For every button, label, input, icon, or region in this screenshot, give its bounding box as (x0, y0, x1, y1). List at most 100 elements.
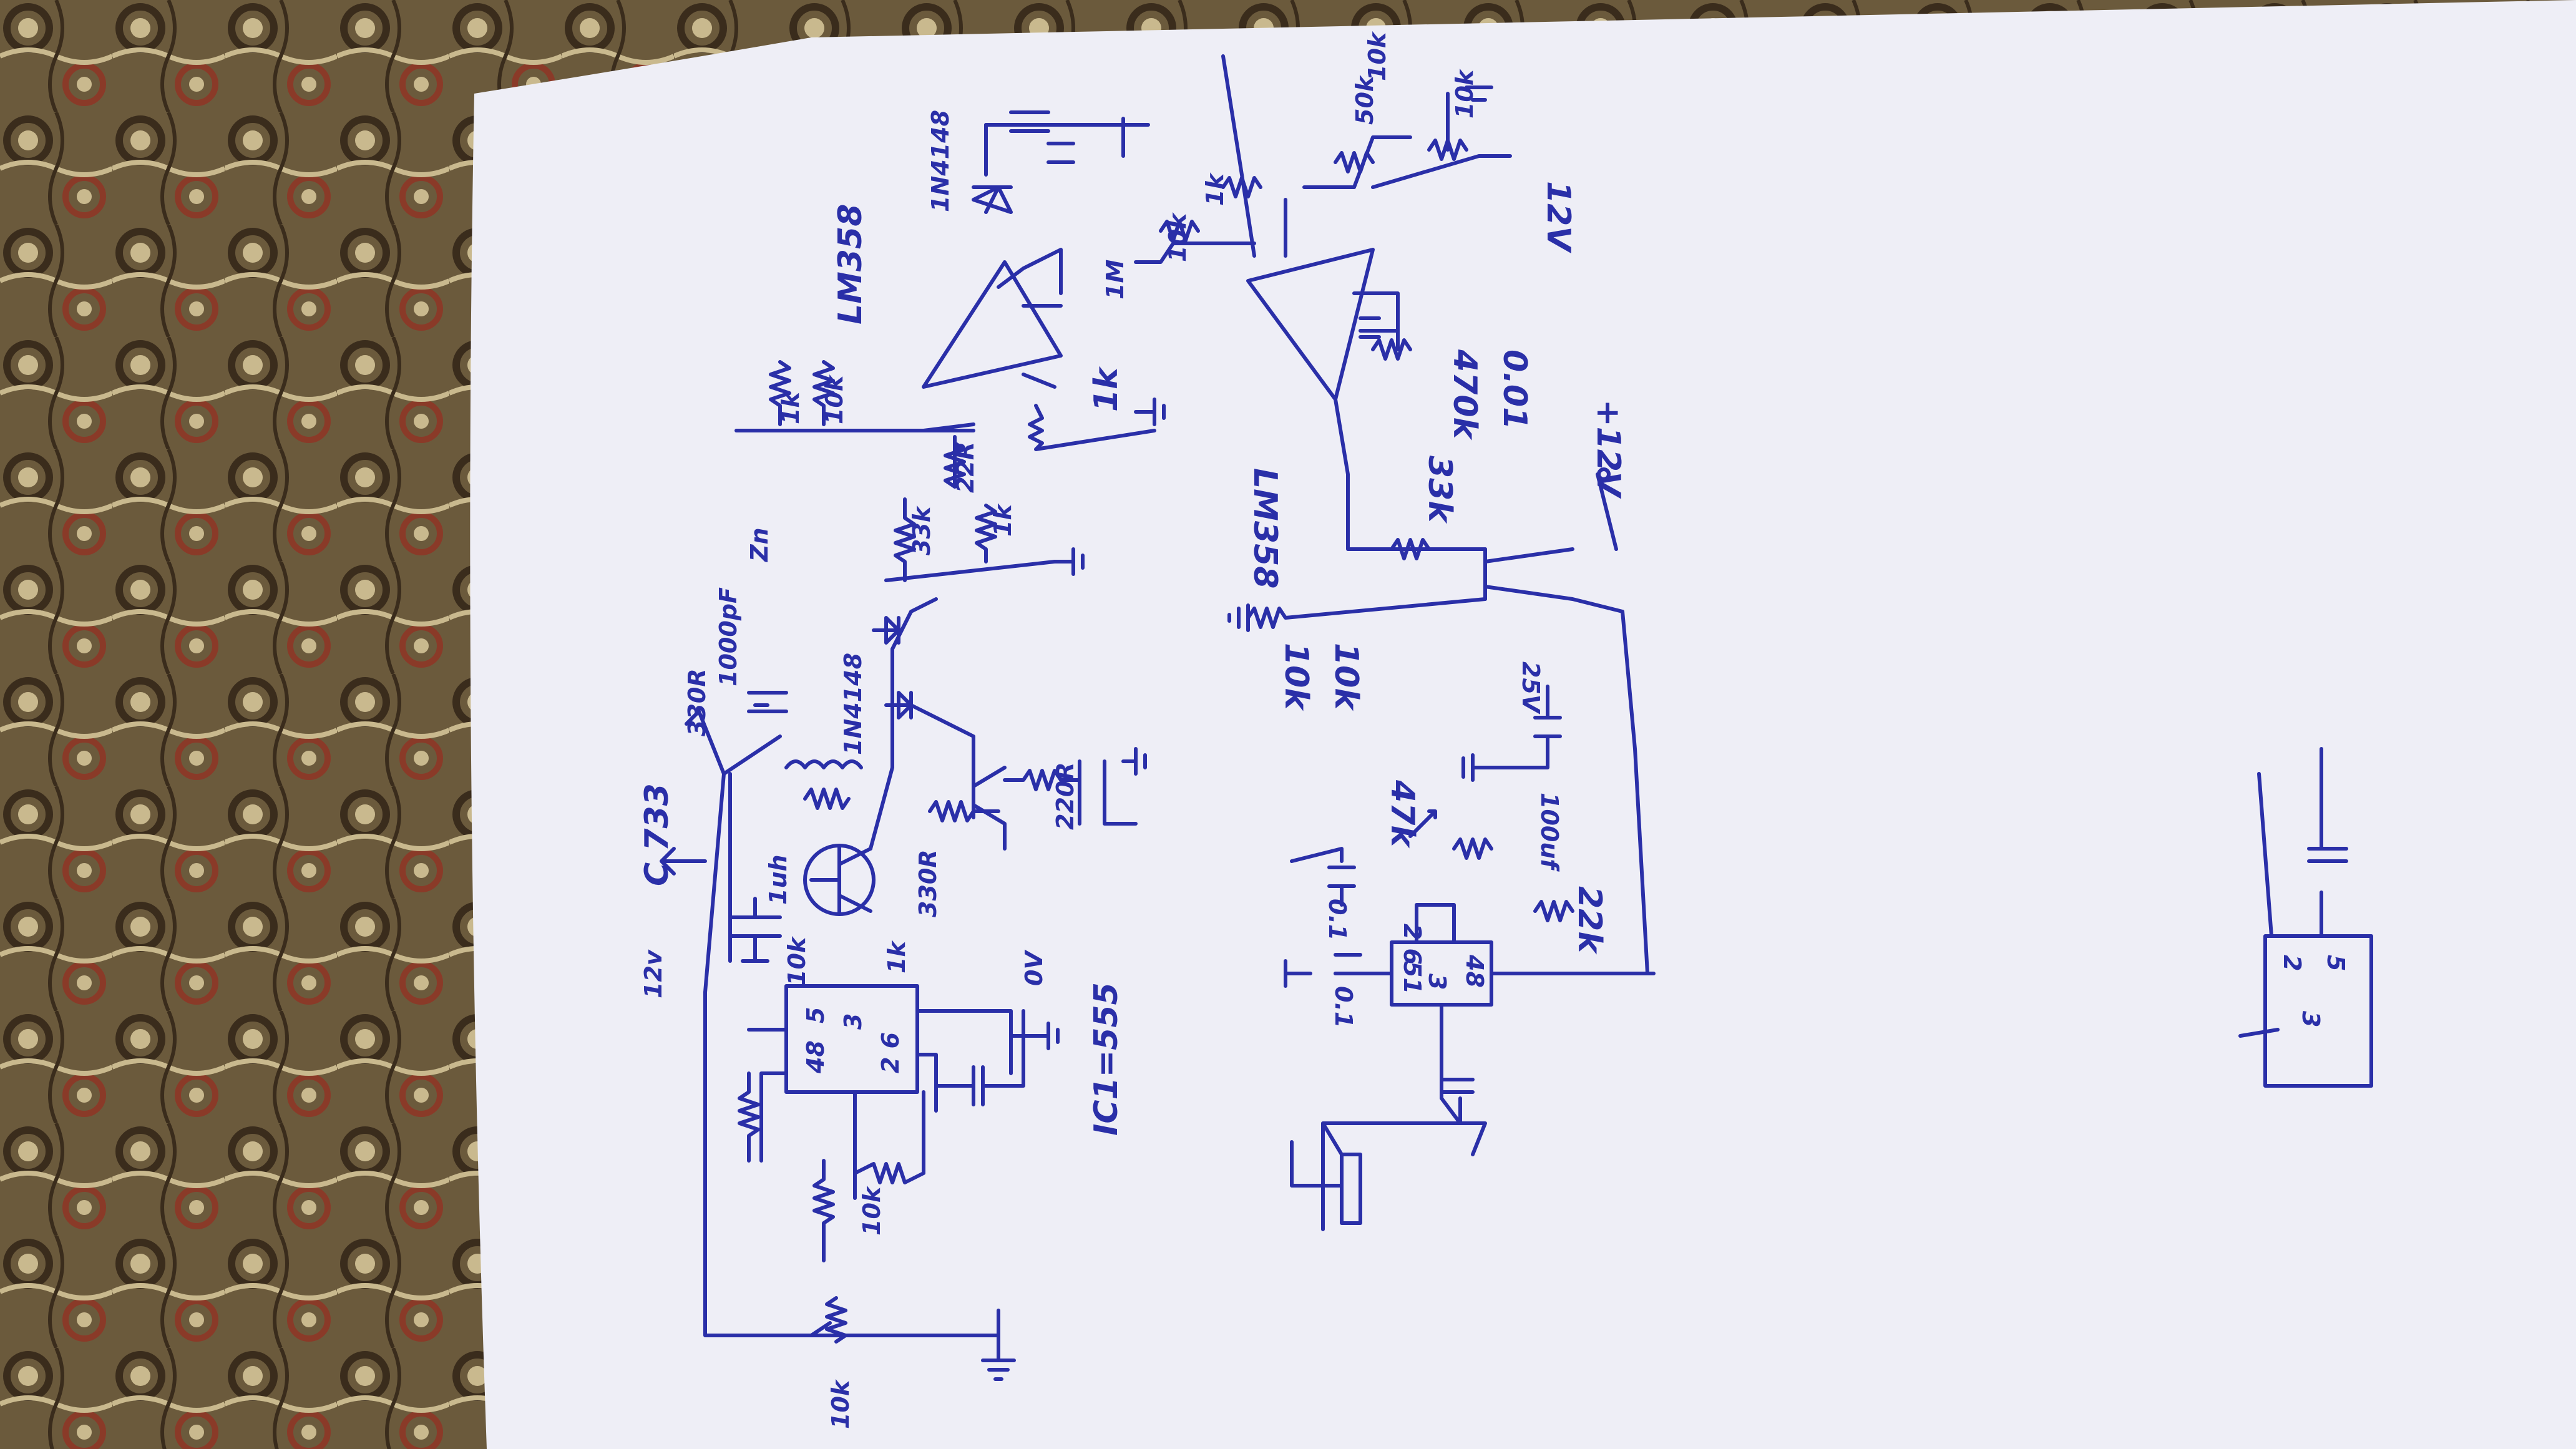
resistor-1k-b (1028, 404, 1156, 451)
label-22r: 22R (952, 442, 979, 493)
cap-1uh (728, 897, 782, 963)
label-47k: 47k (1383, 779, 1421, 849)
label-10k-d: 10k (1164, 212, 1191, 262)
mini-ic-box (2263, 934, 2373, 1088)
diode-wire (890, 597, 975, 769)
schematic (660, 54, 2373, 1381)
left-section (660, 597, 1147, 1381)
label-1000pf: 1000pF (715, 587, 742, 686)
ground-ic2-left (1284, 959, 1312, 988)
label-lm358-top: LM358 (832, 204, 869, 324)
ground-mid (1053, 547, 1085, 576)
label-lm358-bottom: LM358 (1246, 468, 1284, 588)
lm358-bottom-opamp (1246, 248, 1375, 401)
resistor-trim-10k (809, 1296, 847, 1344)
resistor-33k (894, 497, 916, 582)
label-ic2-pin51: 51 (1398, 961, 1426, 994)
cap-1000pf (747, 691, 788, 713)
ground-opamp (1134, 398, 1166, 426)
label-33k-b: 33k (1421, 456, 1458, 524)
right-top-wires (1302, 92, 1512, 189)
label-01a: 0.1 (1324, 899, 1351, 940)
label-10k-trim: 10k (827, 1378, 854, 1429)
label-12v-b: 12V (1539, 181, 1577, 253)
paper-sheet (470, 0, 2576, 1449)
label-plus12v: +12V (1589, 399, 1627, 499)
speaker (1321, 1121, 1487, 1231)
label-22k: 22k (1571, 886, 1608, 955)
plus12v-terminal (1597, 467, 1611, 481)
resistor-220r (1003, 759, 1138, 826)
label-10k-bottom: 10k (858, 1185, 886, 1236)
diode-1n4148-right (972, 185, 1013, 214)
label-12v: 12v (640, 949, 667, 998)
label-470k: 470k (1446, 349, 1483, 441)
plus12v-wire (1596, 472, 1618, 551)
label-10k-e: 10k (1364, 31, 1391, 81)
label-10k-h: 10k (1327, 643, 1365, 711)
resistor-near-coil (803, 788, 851, 810)
cap-01b (1334, 953, 1362, 975)
label-10k: 10k (783, 935, 811, 986)
resistor-left-1 (738, 1071, 760, 1163)
label-10k-g: 10k (1277, 643, 1315, 711)
supply-rail-12v (703, 990, 1000, 1337)
label-ic2-pins-b: 2 6 (1398, 924, 1426, 965)
label-ic2-pin3: 3 (1423, 973, 1451, 990)
label-10k-f: 10k (1451, 68, 1478, 119)
resistor-470k (1371, 338, 1412, 361)
resistor-22k (1533, 900, 1574, 922)
resistor-33k-b (1390, 538, 1431, 560)
resistor-1k-mid (975, 504, 997, 564)
arrow-trim (1408, 809, 1437, 838)
wire-mid-right (1134, 198, 1287, 264)
transistor-bottom (1483, 547, 1624, 613)
label-mini-5: 5 (2322, 955, 2349, 971)
label-mini-3: 3 (2297, 1011, 2325, 1027)
resistor-top-1k (769, 360, 791, 426)
resistor-top-10k (812, 360, 835, 426)
resistor-ic1-timing (853, 1090, 925, 1184)
cap-25v (1471, 685, 1562, 769)
label-001: 0.01 (1496, 349, 1533, 429)
label-ic1-555: IC1=555 (1088, 982, 1125, 1136)
top-wire-right (984, 54, 1256, 258)
resistor-47k (1452, 837, 1493, 860)
label-c733: C 733 (638, 783, 676, 886)
label-33k: 33k (908, 505, 935, 555)
label-1k-e: 1k (1201, 172, 1229, 206)
inductor-coil (784, 759, 863, 769)
label-ic1-pin26: 2 6 (877, 1032, 904, 1073)
label-1n4148-right: 1N4148 (927, 110, 954, 212)
lm358-bottom-fb (1352, 291, 1400, 351)
label-1k-b: 1k (989, 503, 1017, 537)
label-1uh: 1uh (764, 854, 792, 905)
ground-right-transistor (1121, 747, 1147, 776)
collector-wire (728, 722, 894, 963)
feedback-line (685, 710, 726, 776)
label-1k-c: 1k (777, 391, 804, 424)
label-10k-c: 10k (821, 374, 848, 424)
label-330r-b: 330R (914, 849, 942, 917)
c733-leads (809, 844, 872, 916)
label-100uf: 100uf (1536, 793, 1563, 872)
label-ic1-5: 5 (802, 1007, 829, 1023)
labels: 12v C 733 330R 1000pF 1N4148 Zn 1uh 10k … (638, 31, 2349, 1429)
middle-section (734, 54, 1287, 582)
ground-ic1 (1009, 1022, 1060, 1050)
label-1n4148-left: 1N4148 (839, 653, 867, 755)
opamp-out-wire (1334, 398, 1487, 551)
resistor-10k-lower (1246, 597, 1487, 629)
ground-25v (1461, 753, 1475, 782)
ground-bottom-left (981, 1309, 1016, 1381)
label-1k-d: 1k (1088, 366, 1125, 412)
label-0v: 0V (1020, 950, 1048, 986)
cap-speaker (1440, 1078, 1475, 1094)
mini-sketch (2238, 747, 2373, 1088)
label-1k: 1k (883, 940, 910, 973)
label-ic1-pins: 48 (802, 1040, 829, 1074)
label-330r: 330R (683, 668, 711, 736)
top-cap-right (984, 117, 1150, 164)
label-ic1-pin3: 3 (839, 1013, 867, 1030)
mini-sketch-wires (2238, 747, 2348, 1038)
